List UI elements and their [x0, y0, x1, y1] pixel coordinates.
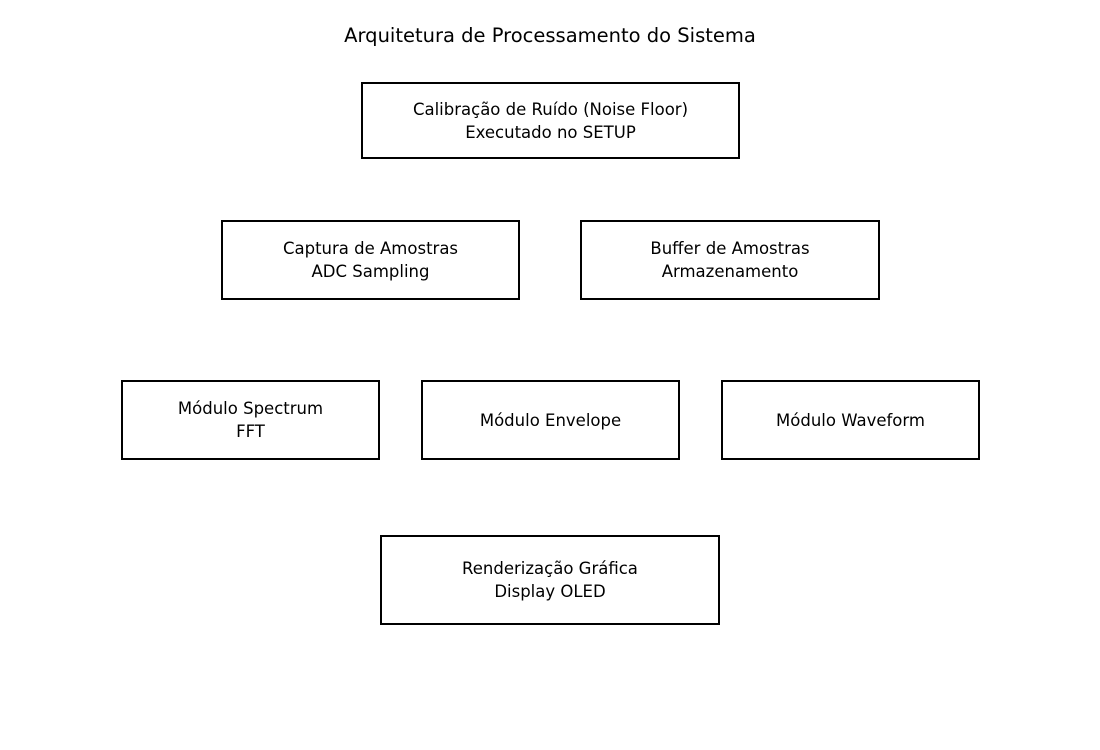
node-noise-calibration-line1: Calibração de Ruído (Noise Floor) — [412, 99, 689, 119]
diagram-title: Arquitetura de Processamento do Sistema — [344, 24, 756, 47]
node-sample-buffer-line2: Armazenamento — [661, 262, 799, 281]
node-graphic-rendering-line2: Display OLED — [494, 582, 606, 601]
node-waveform-module-line1: Módulo Waveform — [776, 410, 925, 430]
node-graphic-rendering: Renderização Gráfica Display OLED — [380, 535, 720, 625]
node-sample-capture-line1: Captura de Amostras — [282, 239, 459, 258]
node-spectrum-module: Módulo Spectrum FFT — [121, 380, 380, 460]
node-sample-capture: Captura de Amostras ADC Sampling — [221, 220, 520, 300]
node-noise-calibration: Calibração de Ruído (Noise Floor) Execut… — [361, 82, 740, 159]
node-sample-buffer: Buffer de Amostras Armazenamento — [580, 220, 880, 300]
node-envelope-module: Módulo Envelope — [421, 380, 680, 460]
node-sample-buffer-line1: Buffer de Amostras — [650, 239, 810, 258]
node-spectrum-module-line2: FFT — [236, 422, 265, 441]
node-sample-capture-line2: ADC Sampling — [311, 262, 430, 281]
node-waveform-module: Módulo Waveform — [721, 380, 980, 460]
node-noise-calibration-line2: Executado no SETUP — [465, 122, 636, 142]
node-envelope-module-line1: Módulo Envelope — [479, 410, 622, 430]
node-graphic-rendering-line1: Renderização Gráfica — [462, 559, 638, 578]
node-spectrum-module-line1: Módulo Spectrum — [177, 399, 324, 418]
